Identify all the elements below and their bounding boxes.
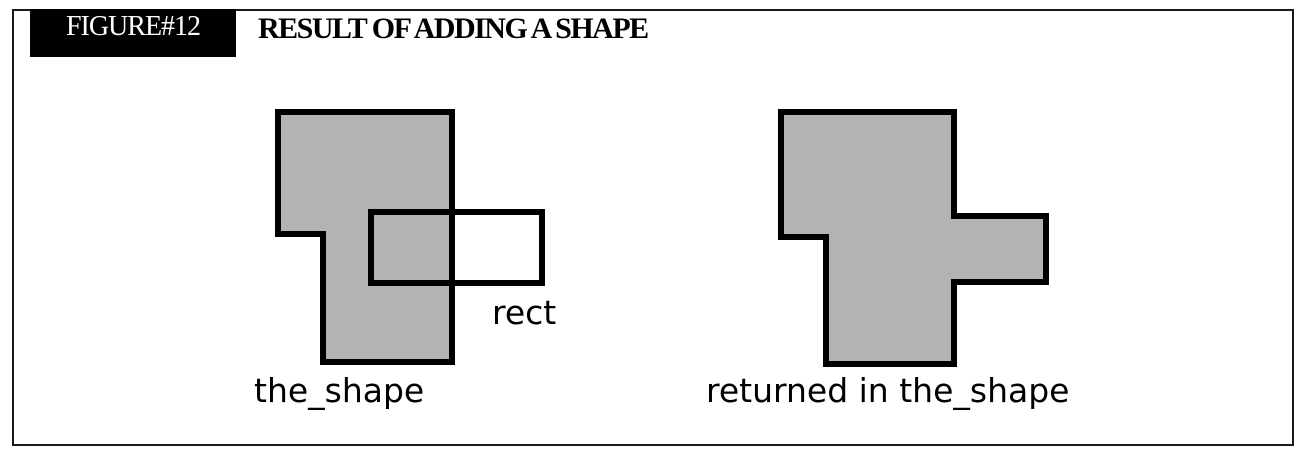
the-shape-label: the_shape (254, 371, 425, 410)
rect-outline (368, 209, 545, 286)
figure-number-badge: FIGURE#12 (30, 9, 236, 57)
result-shape-polygon (778, 109, 1049, 367)
rect-label: rect (492, 293, 557, 332)
figure-frame (12, 9, 1294, 446)
the-shape-polygon (275, 109, 455, 365)
returned-label: returned in the_shape (706, 371, 1070, 410)
figure-title: RESULT OF ADDING A SHAPE (258, 12, 649, 45)
